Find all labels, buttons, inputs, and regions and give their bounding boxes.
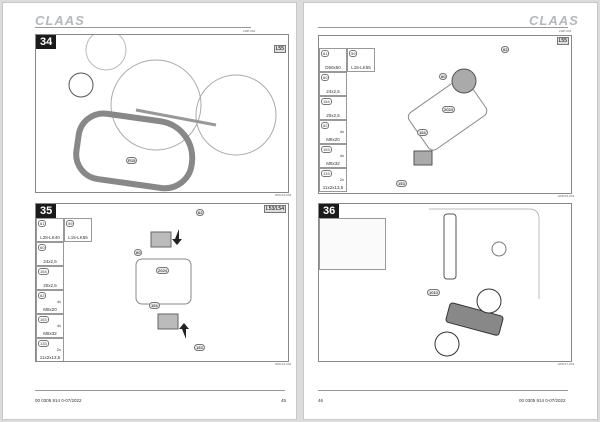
callout-154: 154 xyxy=(149,302,160,309)
footer-rule xyxy=(318,390,568,391)
figure-id: HMC13-001 xyxy=(275,362,292,366)
callout-153: 153 xyxy=(194,344,205,351)
figure-number: 36 xyxy=(319,204,340,218)
corner-label: L53/L54 xyxy=(263,205,286,213)
figure-number: 35 xyxy=(36,204,57,218)
machine-illustration xyxy=(68,35,277,156)
left-page: CLAAS LWP-001 34 L55 R15 HMC14-001 35 L5… xyxy=(2,2,297,420)
figure-id: HMC15-001 xyxy=(558,194,575,198)
footer-doc-number: 00 0305 914 0-07/2022 xyxy=(35,398,82,403)
figure-36: 36 1010 xyxy=(318,203,572,362)
callout-r15: R15 xyxy=(126,157,138,164)
callout-2024: 2024 xyxy=(442,106,455,113)
callout-2024: 2024 xyxy=(156,267,169,274)
callout-1010: 1010 xyxy=(427,289,440,296)
footer-doc-number: 00 0305 914 0-07/2022 xyxy=(519,398,566,403)
callout-154: 154 xyxy=(417,129,428,136)
callout-62: 62 xyxy=(501,46,510,53)
figure-id: HMC14-001 xyxy=(275,193,292,197)
page-number: 45 xyxy=(281,398,287,403)
machine-thumbnail xyxy=(319,218,386,270)
filter-illustration xyxy=(429,208,540,357)
callout-153: 153 xyxy=(396,180,407,187)
doc-ref: LWP-001 xyxy=(559,29,572,33)
callout-60: 60 xyxy=(134,249,143,256)
header-rule xyxy=(35,27,251,28)
callout-60: 60 xyxy=(439,73,448,80)
claas-logo: CLAAS xyxy=(35,13,85,28)
doc-ref: LWP-001 xyxy=(243,29,256,33)
page-number: 46 xyxy=(318,398,324,403)
pump-illustration xyxy=(407,68,488,166)
figure-34: 34 L55 R15 xyxy=(35,34,289,193)
figure-id: HMC17-001 xyxy=(558,362,575,366)
corner-label: L55 xyxy=(273,45,286,53)
header-rule xyxy=(318,27,568,28)
figure-number: 34 xyxy=(36,35,57,49)
footer-rule xyxy=(35,390,285,391)
pump-illustration xyxy=(135,229,192,339)
callout-62: 62 xyxy=(196,209,205,216)
claas-logo: CLAAS xyxy=(529,13,579,28)
corner-label: L55 xyxy=(556,37,569,45)
